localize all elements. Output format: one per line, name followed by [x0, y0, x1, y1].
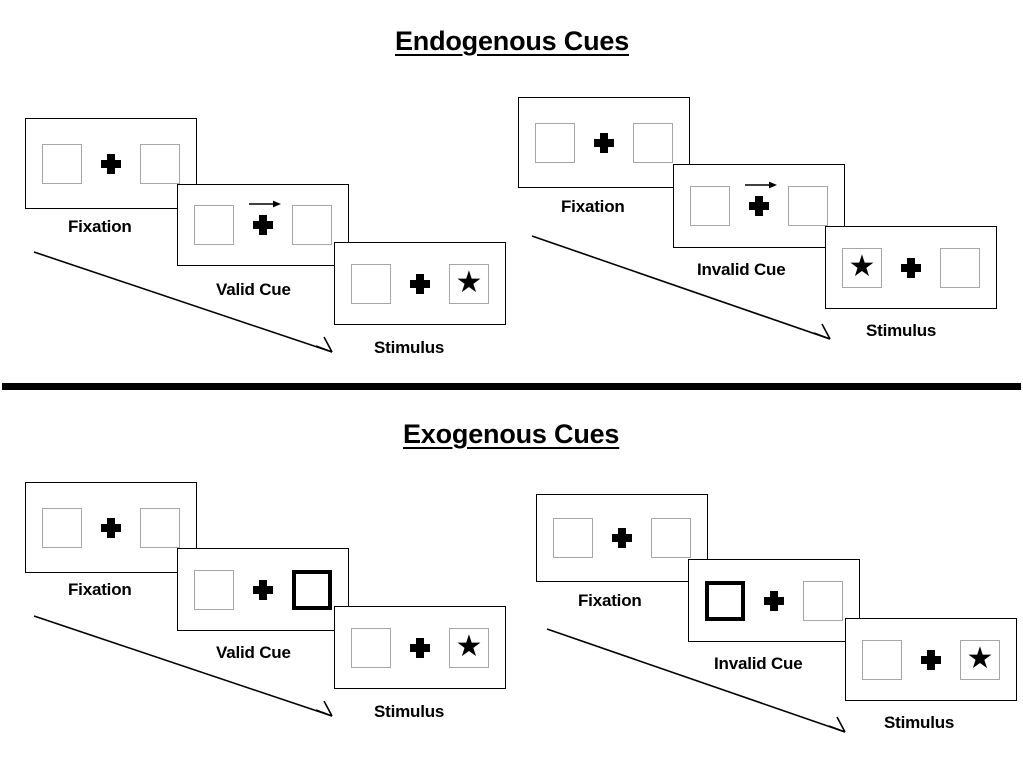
- stimulus-box-left[interactable]: ★: [842, 247, 882, 288]
- panel-exogenous-invalid-stimulus[interactable]: ★: [845, 618, 1017, 701]
- stimulus-box-right[interactable]: ★: [449, 627, 489, 668]
- star-icon: ★: [455, 629, 483, 663]
- section-title-exogenous: Exogenous Cues: [403, 419, 620, 449]
- stimulus-box-left[interactable]: [42, 507, 82, 548]
- caption-exogenous-invalid-cue: Invalid Cue: [714, 654, 803, 673]
- section-title-endogenous: Endogenous Cues: [395, 26, 630, 56]
- arrow-right-icon: [248, 198, 282, 210]
- fixation-cross-icon: [249, 200, 281, 236]
- panel-endogenous-invalid-cue[interactable]: [673, 164, 845, 248]
- caption-exogenous-valid-cue: Valid Cue: [216, 643, 291, 662]
- section-divider: [2, 383, 1021, 390]
- star-icon: ★: [966, 641, 994, 675]
- stimulus-box-left[interactable]: [351, 263, 391, 304]
- fixation-cross-icon: [593, 132, 615, 154]
- panel-exogenous-valid-stimulus[interactable]: ★: [334, 606, 506, 689]
- stimulus-box-left[interactable]: [42, 143, 82, 184]
- stimulus-box-left-cued[interactable]: [705, 580, 745, 621]
- panel-exogenous-valid-cue[interactable]: [177, 548, 349, 631]
- stimulus-box-left[interactable]: [862, 639, 902, 680]
- stimulus-box-left[interactable]: [351, 627, 391, 668]
- fixation-cross-icon: [920, 649, 942, 671]
- caption-endogenous-valid-stimulus: Stimulus: [374, 338, 445, 357]
- fixation-cross-icon: [745, 181, 777, 217]
- panel-exogenous-invalid-fixation[interactable]: [536, 494, 708, 582]
- stimulus-box-right[interactable]: [292, 205, 332, 245]
- fixation-cross-icon: [900, 257, 922, 279]
- panel-endogenous-invalid-stimulus[interactable]: ★: [825, 226, 997, 309]
- arrow-right-icon: [744, 179, 778, 191]
- caption-exogenous-invalid-fixation: Fixation: [578, 591, 642, 610]
- star-icon: ★: [455, 265, 483, 299]
- caption-exogenous-valid-stimulus: Stimulus: [374, 702, 445, 721]
- fixation-cross-icon: [611, 527, 633, 549]
- caption-endogenous-invalid-stimulus: Stimulus: [866, 321, 937, 340]
- stimulus-box-right[interactable]: ★: [960, 639, 1000, 680]
- caption-endogenous-invalid-fixation: Fixation: [561, 197, 625, 216]
- time-flow-arrow-icon: [545, 625, 860, 743]
- fixation-cross-icon: [409, 273, 431, 295]
- stimulus-box-right[interactable]: [803, 580, 843, 621]
- caption-endogenous-valid-cue: Valid Cue: [216, 280, 291, 299]
- panel-exogenous-invalid-cue[interactable]: [688, 559, 860, 642]
- stimulus-box-right-cued[interactable]: [292, 569, 332, 610]
- fixation-cross-icon: [100, 153, 122, 175]
- stimulus-box-right[interactable]: [140, 143, 180, 184]
- stimulus-box-left[interactable]: [553, 518, 593, 558]
- fixation-cross-icon: [763, 590, 785, 612]
- fixation-cross-icon: [100, 517, 122, 539]
- stimulus-box-left[interactable]: [535, 122, 575, 163]
- caption-exogenous-valid-fixation: Fixation: [68, 580, 132, 599]
- fixation-cross-icon: [252, 579, 274, 601]
- star-icon: ★: [848, 249, 876, 283]
- panel-exogenous-valid-fixation[interactable]: [25, 482, 197, 573]
- panel-endogenous-valid-fixation[interactable]: [25, 118, 197, 209]
- panel-endogenous-valid-stimulus[interactable]: ★: [334, 242, 506, 325]
- stimulus-box-left[interactable]: [690, 186, 730, 226]
- stimulus-box-left[interactable]: [194, 569, 234, 610]
- stimulus-box-right[interactable]: ★: [449, 263, 489, 304]
- caption-exogenous-invalid-stimulus: Stimulus: [884, 713, 955, 732]
- panel-endogenous-invalid-fixation[interactable]: [518, 97, 690, 188]
- fixation-cross-icon: [409, 637, 431, 659]
- stimulus-box-right[interactable]: [651, 518, 691, 558]
- stimulus-box-left[interactable]: [194, 205, 234, 245]
- caption-endogenous-valid-fixation: Fixation: [68, 217, 132, 236]
- panel-endogenous-valid-cue[interactable]: [177, 184, 349, 266]
- stimulus-box-right[interactable]: [140, 507, 180, 548]
- caption-endogenous-invalid-cue: Invalid Cue: [697, 260, 786, 279]
- stimulus-box-right[interactable]: [633, 122, 673, 163]
- time-flow-arrow-icon: [530, 232, 845, 350]
- stimulus-box-right[interactable]: [940, 247, 980, 288]
- stimulus-box-right[interactable]: [788, 186, 828, 226]
